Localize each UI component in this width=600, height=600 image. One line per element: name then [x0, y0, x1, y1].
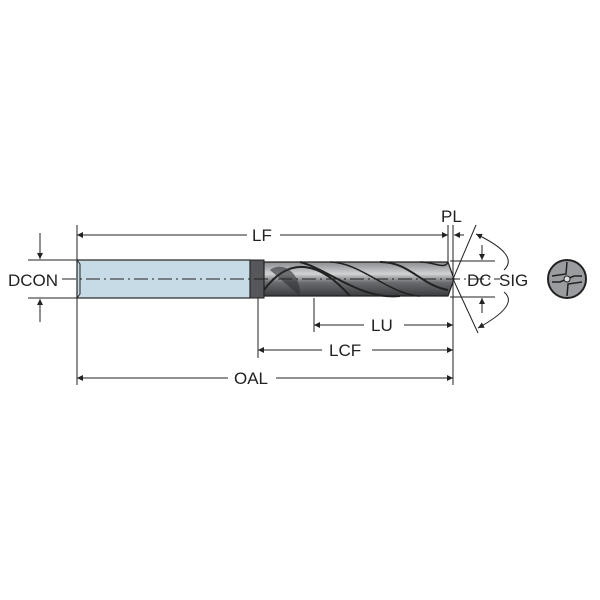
sig-label: SIG — [499, 271, 528, 290]
sig-angle-arc — [477, 291, 509, 329]
lf-label: LF — [252, 226, 272, 245]
dc-label: DC — [467, 271, 492, 290]
drill-end-view — [547, 259, 587, 299]
pl-label: PL — [441, 207, 462, 226]
dcon-label: DCON — [8, 271, 58, 290]
extension-lines — [28, 224, 495, 385]
oal-label: OAL — [234, 369, 268, 388]
lu-label: LU — [371, 316, 393, 335]
sig-angle-arc — [475, 233, 509, 271]
lcf-label: LCF — [329, 341, 361, 360]
